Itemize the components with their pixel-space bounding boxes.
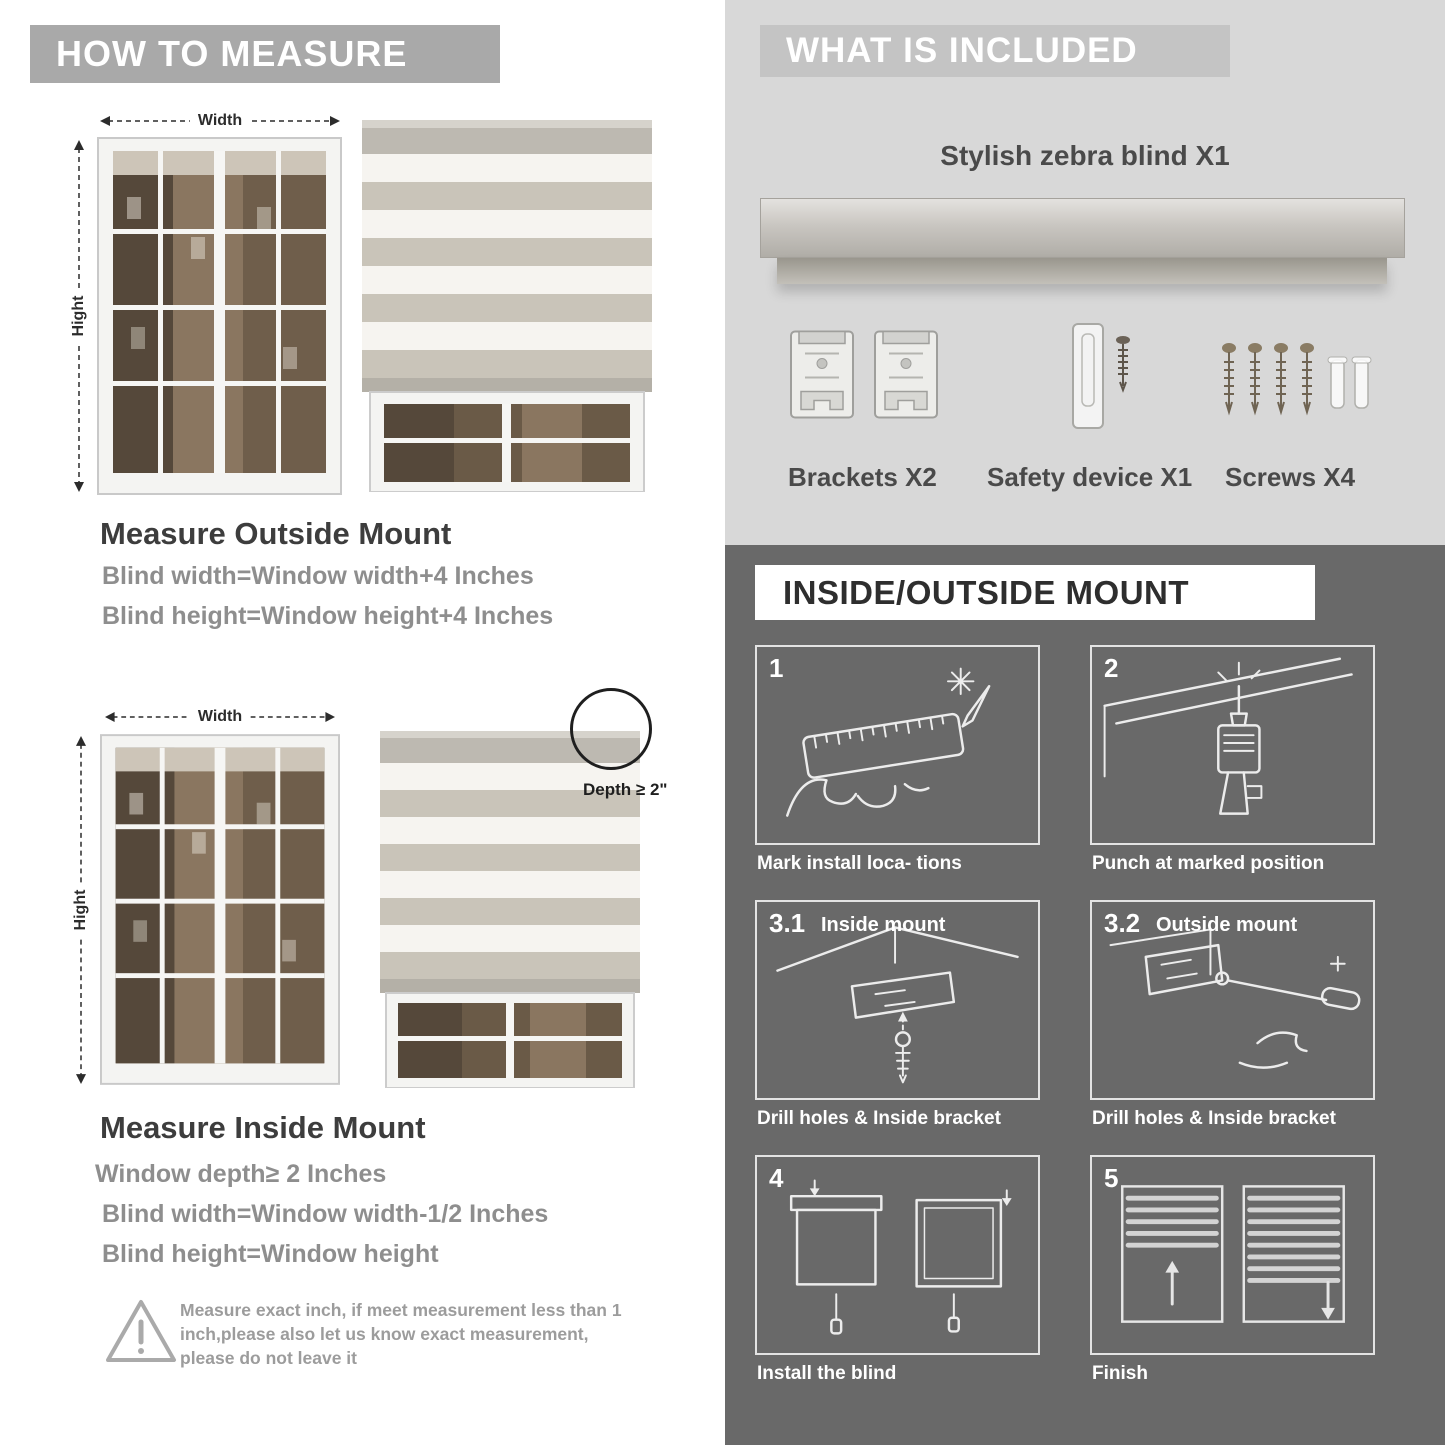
mount-guide-banner: INSIDE/OUTSIDE MOUNT xyxy=(755,565,1315,620)
window-illustration xyxy=(100,734,340,1085)
height-arrow: Hight xyxy=(68,140,90,492)
double-arrow-icon xyxy=(76,736,86,1084)
inside-mount-title: Measure Inside Mount xyxy=(100,1110,426,1145)
zebra-blind-inside xyxy=(380,731,640,1089)
outside-mount-title: Measure Outside Mount xyxy=(100,516,452,551)
outside-bracket-illustration xyxy=(1109,928,1361,1069)
depth-callout-circle xyxy=(570,688,652,770)
finish-blinds-illustration xyxy=(1121,1185,1345,1323)
window-illustration xyxy=(97,137,342,495)
what-is-included-banner: WHAT IS INCLUDED xyxy=(760,25,1230,77)
zebra-blind-illustration xyxy=(362,120,652,493)
mark-location-illustration xyxy=(786,667,991,817)
step-number: 3.2 xyxy=(1104,908,1141,938)
how-to-measure-banner: HOW TO MEASURE xyxy=(30,25,500,83)
window-photo-inside xyxy=(100,731,340,1088)
step-number: 3.1 xyxy=(769,908,806,938)
width-arrow: Width xyxy=(105,706,335,728)
step-number: 2 xyxy=(1104,653,1119,683)
product-label: Stylish zebra blind X1 xyxy=(940,140,1230,171)
step-caption-3-1: Drill holes & Inside bracket xyxy=(757,1108,1001,1129)
brackets-image xyxy=(785,322,945,440)
width-arrow: Width xyxy=(100,110,340,132)
measurement-warning-text: Measure exact inch, if meet measurement … xyxy=(180,1300,622,1368)
depth-callout-label: Depth ≥ 2" xyxy=(583,780,668,799)
safety-device-label: Safety device X1 xyxy=(987,462,1193,492)
install-blind-illustration xyxy=(789,1179,1012,1335)
step-number: 1 xyxy=(769,653,784,683)
brackets-illustration xyxy=(790,330,938,419)
inside-bracket-illustration xyxy=(776,926,1019,1084)
step-caption-5: Finish xyxy=(1092,1363,1148,1384)
outside-rule-height: Blind height=Window height+4 Inches xyxy=(102,602,554,630)
width-label: Width xyxy=(189,112,251,130)
step-caption-2: Punch at marked position xyxy=(1092,853,1325,874)
blind-bottomrail-image xyxy=(777,258,1387,284)
step-panel-5: 5 xyxy=(1090,1155,1375,1355)
step-caption-3-2: Drill holes & Inside bracket xyxy=(1092,1108,1336,1129)
inside-rule-height: Blind height=Window height xyxy=(102,1240,439,1268)
step-number: 5 xyxy=(1104,1163,1119,1193)
inside-rule-width: Blind width=Window width-1/2 Inches xyxy=(102,1200,549,1228)
what-is-included-section: WHAT IS INCLUDED Stylish zebra blind X1 xyxy=(725,0,1445,545)
zebra-blind-illustration xyxy=(380,731,640,1089)
warning-triangle-icon xyxy=(103,1296,179,1368)
exclamation-triangle-icon xyxy=(106,1300,176,1362)
blind-headrail-image xyxy=(760,198,1405,258)
step-caption-1: Mark install loca- tions xyxy=(757,853,962,874)
step-title: Inside mount xyxy=(821,914,946,936)
outside-rule-width: Blind width=Window width+4 Inches xyxy=(102,562,534,590)
screws-label: Screws X4 xyxy=(1225,462,1356,492)
screws-image xyxy=(1215,330,1380,440)
width-label: Width xyxy=(189,708,251,726)
screws-illustration xyxy=(1221,342,1372,413)
drill-ceiling-illustration xyxy=(1103,657,1353,815)
step-panel-1: 1 xyxy=(755,645,1040,845)
mount-guide-section: INSIDE/OUTSIDE MOUNT 1 Mark install loc xyxy=(725,545,1445,1445)
height-label: Hight xyxy=(70,289,88,343)
brackets-label: Brackets X2 xyxy=(788,462,937,492)
height-label: Hight xyxy=(72,883,90,937)
height-arrow: Hight xyxy=(70,736,92,1084)
step-caption-4: Install the blind xyxy=(757,1363,897,1384)
step-panel-3-2: 3.2 Outside mount xyxy=(1090,900,1375,1100)
step-panel-4: 4 xyxy=(755,1155,1040,1355)
step-title: Outside mount xyxy=(1156,914,1298,936)
safety-device-illustration xyxy=(1072,323,1130,429)
double-arrow-icon xyxy=(74,140,84,492)
step-panel-3-1: 3.1 Inside mount xyxy=(755,900,1040,1100)
step-panel-2: 2 xyxy=(1090,645,1375,845)
step-number: 4 xyxy=(769,1163,784,1193)
window-photo-outside xyxy=(97,137,342,495)
safety-device-image xyxy=(1055,318,1145,443)
zebra-blind-outside xyxy=(362,120,652,493)
inside-rule-depth: Window depth≥ 2 Inches xyxy=(95,1160,387,1188)
